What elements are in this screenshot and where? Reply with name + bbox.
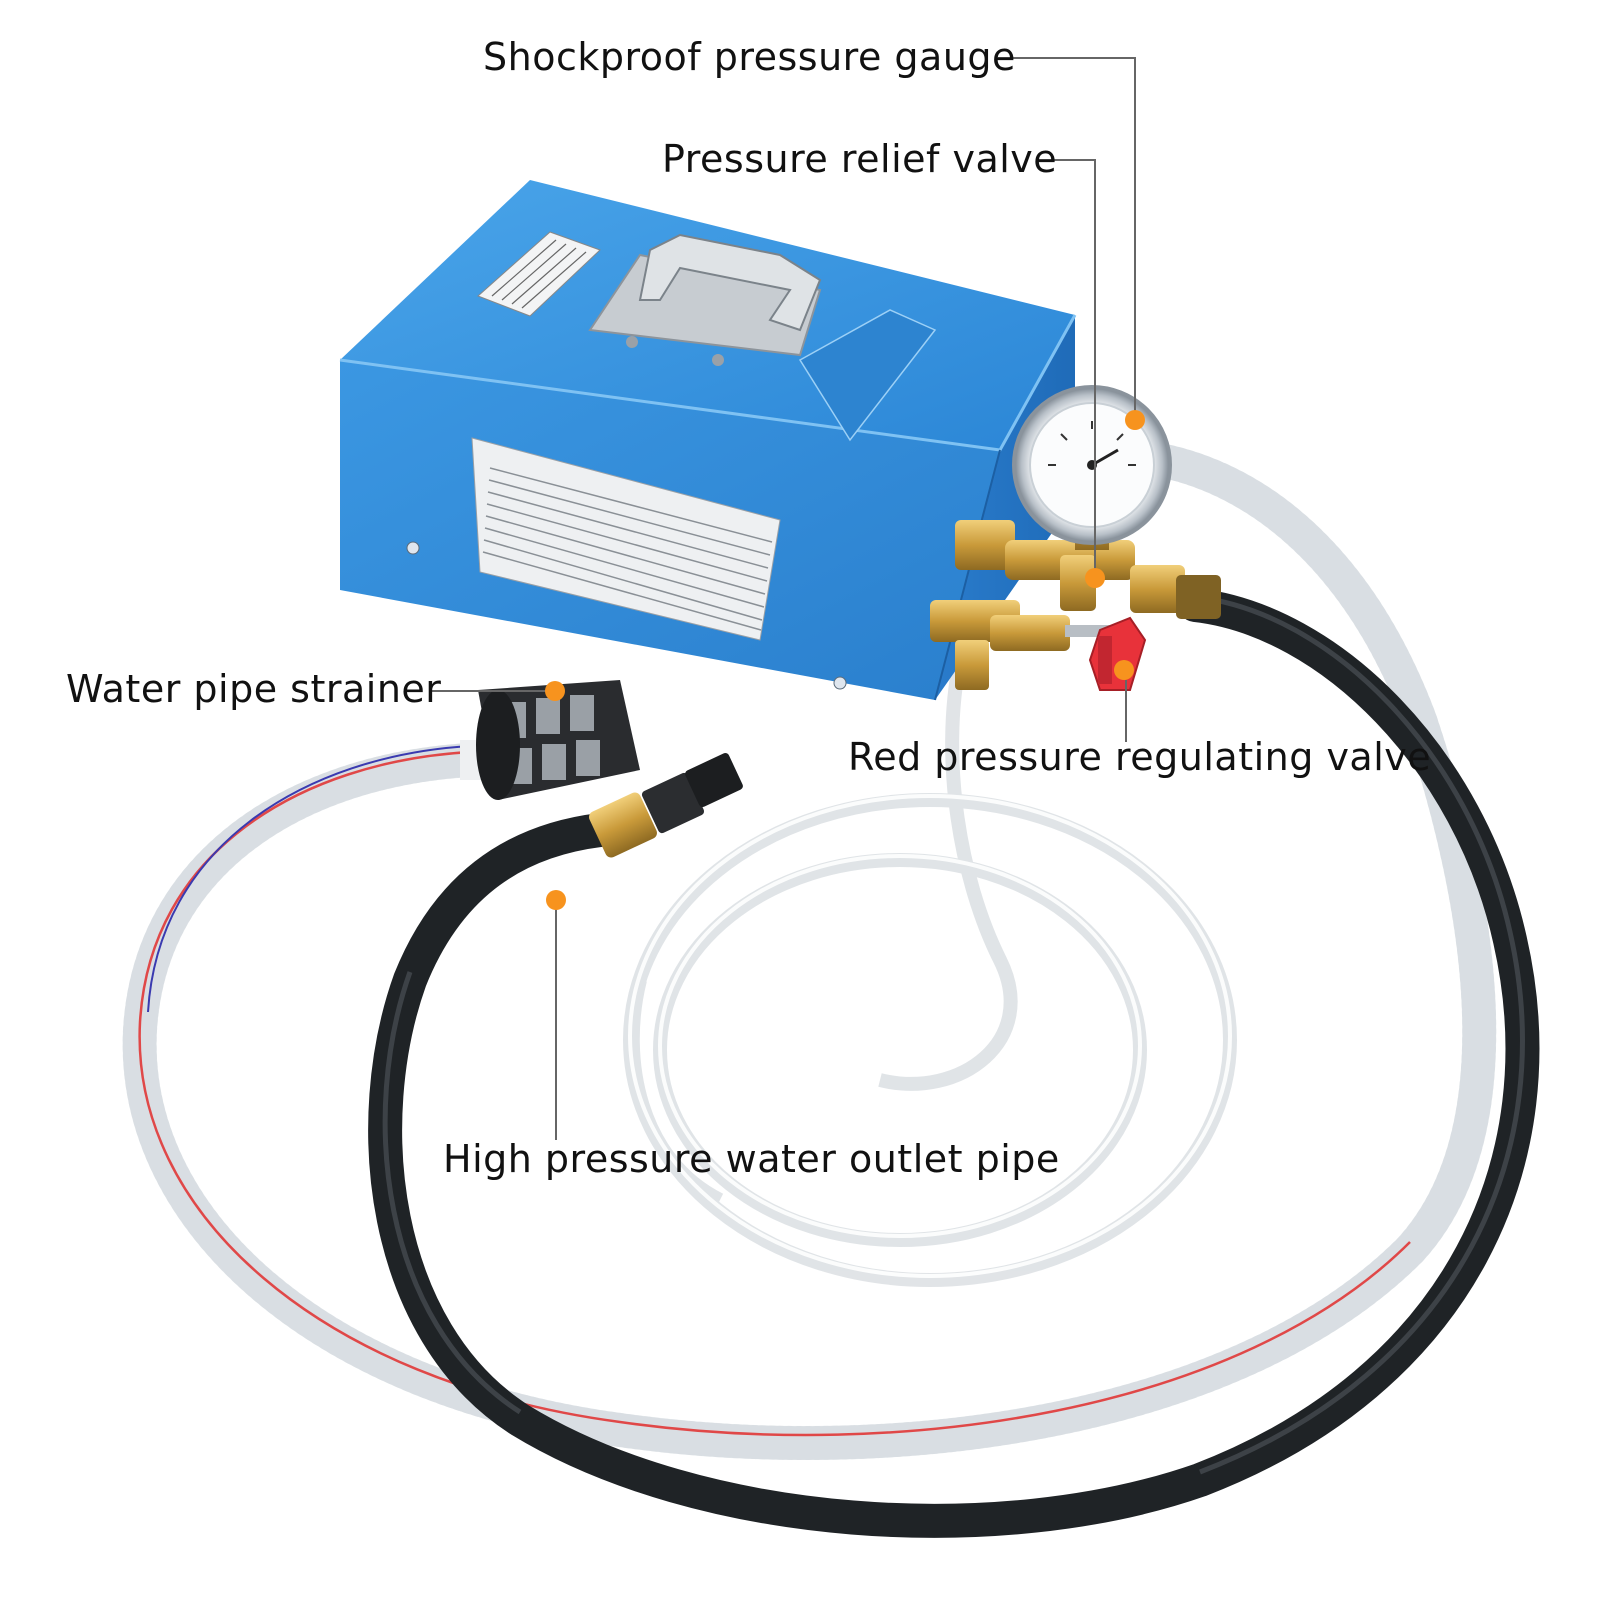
pump-body [339,180,1077,701]
markers [545,410,1145,910]
pressure-gauge [1012,385,1172,550]
label-pressure-relief-valve: Pressure relief valve [662,137,1058,181]
marker-regulator [1114,660,1134,680]
label-red-regulating-valve: Red pressure regulating valve [848,735,1432,779]
marker-gauge [1125,410,1145,430]
outlet-fitting [589,753,743,858]
strainer [460,680,640,800]
carry-handle [588,233,822,366]
leader-lines [430,57,1136,1140]
marker-outlet [546,890,566,910]
marker-strainer [545,681,565,701]
label-water-pipe-strainer: Water pipe strainer [66,667,442,711]
label-shockproof-gauge: Shockproof pressure gauge [483,35,1016,79]
marker-relief [1085,568,1105,588]
label-high-pressure-outlet: High pressure water outlet pipe [443,1137,1060,1181]
